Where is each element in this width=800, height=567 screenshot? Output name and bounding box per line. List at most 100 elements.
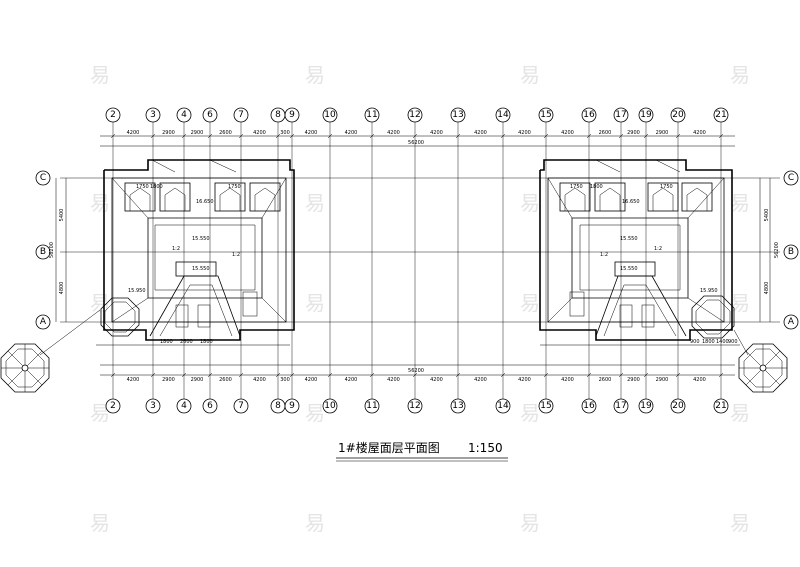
dim-tick: [238, 372, 244, 378]
column-dim: 2600: [219, 130, 232, 136]
column-bubble: [176, 107, 192, 123]
column-dim: 4200: [561, 130, 574, 136]
bottom-dim: 1800: [702, 339, 715, 345]
total-dim: 56200: [408, 140, 424, 146]
column-dim: 4200: [253, 130, 266, 136]
column-bubble: [322, 398, 338, 414]
column-dim: 4200: [253, 377, 266, 383]
dim-tick: [369, 133, 375, 139]
column-bubble: [538, 107, 554, 123]
column-label: 15: [540, 110, 551, 120]
column-bubble: [105, 398, 121, 414]
column-bubble: [495, 107, 511, 123]
watermark: 易: [90, 291, 110, 315]
column-dim: 2900: [656, 377, 669, 383]
column-dim: 4200: [693, 130, 706, 136]
watermark: 易: [90, 401, 110, 425]
level-mark: 15.950: [700, 288, 718, 294]
column-dim: 2900: [162, 377, 175, 383]
dim-tick: [150, 372, 156, 378]
row-bubble-right: [783, 170, 799, 186]
column-dim: 300: [280, 130, 290, 136]
column-dim: 4200: [561, 377, 574, 383]
column-dim: 2900: [627, 377, 640, 383]
window-dim: 1750: [228, 184, 241, 190]
dim-tick: [618, 372, 624, 378]
window-dim: 1800: [590, 184, 603, 190]
dim-tick: [327, 372, 333, 378]
dim-tick: [500, 133, 506, 139]
column-label: 11: [366, 401, 377, 411]
window-dim: 1750: [136, 184, 149, 190]
column-bubble: [670, 107, 686, 123]
column-bubble: [407, 107, 423, 123]
column-bubble: [713, 107, 729, 123]
column-bubble: [450, 398, 466, 414]
column-bubble: [638, 398, 654, 414]
dim-tick: [110, 372, 116, 378]
dim-tick: [238, 133, 244, 139]
column-dim: 2600: [599, 130, 612, 136]
watermark: 易: [730, 63, 750, 87]
bottom-dim: 1800: [200, 339, 213, 345]
window-dim: 1800: [150, 184, 163, 190]
dim-tick: [207, 372, 213, 378]
column-bubble: [364, 398, 380, 414]
row-bubble-left: [35, 244, 51, 260]
watermark: 易: [305, 511, 325, 535]
column-dim: 2600: [599, 377, 612, 383]
dim-tick: [618, 133, 624, 139]
right-building-roof: 16.650 15.550 15.550 15.950 1:2 1:2 1750…: [539, 159, 740, 346]
row-bubble-right: [783, 314, 799, 330]
column-label: 7: [238, 401, 244, 411]
column-dim: 4200: [127, 130, 140, 136]
column-label: 19: [640, 401, 652, 411]
column-dim: 2600: [219, 377, 232, 383]
column-dim: 4200: [305, 130, 318, 136]
column-label: 14: [497, 110, 509, 120]
watermark: 易: [305, 291, 325, 315]
column-dim: 4200: [518, 130, 531, 136]
total-dim: 56200: [408, 368, 424, 374]
column-label: 20: [672, 401, 684, 411]
column-dim: 4200: [474, 377, 487, 383]
column-label: 16: [583, 110, 595, 120]
dim-tick: [643, 133, 649, 139]
column-bubble: [284, 107, 300, 123]
column-bubble: [364, 107, 380, 123]
column-label: 6: [207, 110, 213, 120]
drawing-title: 1#楼屋面层平面图: [338, 440, 440, 455]
watermark: 易: [730, 291, 750, 315]
column-label: 16: [583, 401, 595, 411]
level-mark: 15.550: [192, 236, 210, 242]
slope-label: 1:2: [172, 246, 180, 252]
watermark: 易: [520, 63, 540, 87]
dim-tick: [586, 133, 592, 139]
watermark: 易: [520, 191, 540, 215]
dim-tick: [181, 133, 187, 139]
column-label: 20: [672, 110, 684, 120]
watermark: 易: [730, 511, 750, 535]
dim-tick: [455, 372, 461, 378]
dim-tick: [369, 372, 375, 378]
window-dim: 1750: [660, 184, 673, 190]
column-dim: 4200: [518, 377, 531, 383]
dim-tick: [643, 372, 649, 378]
column-bubble: [613, 107, 629, 123]
column-bubble: [145, 398, 161, 414]
column-label: 11: [366, 110, 377, 120]
level-mark: 16.650: [622, 199, 640, 205]
row-bubble-left: [35, 314, 51, 330]
column-label: 9: [289, 110, 295, 120]
column-dim: 2900: [191, 377, 204, 383]
row-total-dim: 56200: [49, 242, 55, 258]
column-bubble: [638, 107, 654, 123]
column-bubble: [145, 107, 161, 123]
drawing-title-block: 1#楼屋面层平面图 1:150: [336, 440, 508, 462]
watermark: 易: [520, 511, 540, 535]
column-label: 6: [207, 401, 213, 411]
column-label: 17: [615, 110, 626, 120]
column-label: 3: [150, 401, 156, 411]
slope-label: 1:2: [232, 252, 240, 258]
column-dim: 4200: [693, 377, 706, 383]
